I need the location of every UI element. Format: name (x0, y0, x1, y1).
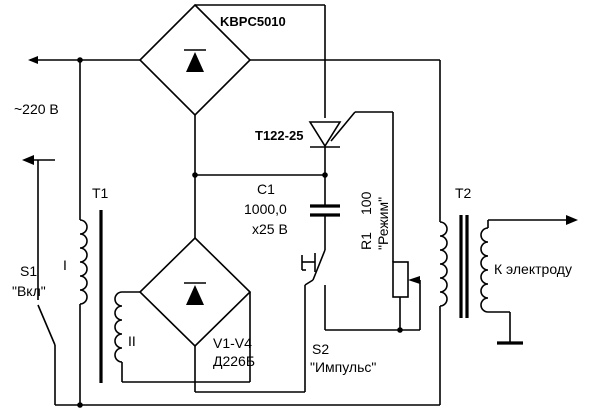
label-s2-text: "Импульс" (310, 359, 376, 375)
thyristor-t122 (308, 111, 394, 262)
arrow-mains-bottom-icon (22, 155, 34, 165)
label-s1-text: "Вкл" (12, 283, 46, 299)
resistor-r1 (392, 261, 421, 330)
capacitor-c1 (310, 204, 340, 217)
label-s1-name: S1 (20, 263, 37, 279)
transformer-t1 (79, 210, 123, 383)
label-r1-name: R1 (358, 232, 374, 250)
label-r1-mode: "Режим" (375, 197, 391, 250)
label-c1-value: 1000,0 (244, 201, 287, 217)
label-t1-primary: I (63, 257, 67, 273)
label-electrode: К электроду (494, 261, 572, 277)
wire-s2-left-join (304, 279, 314, 286)
arrow-mains-top-icon (28, 56, 38, 64)
transformer-t2 (439, 215, 489, 318)
arrow-electrode-icon (566, 215, 578, 225)
label-s2-name: S2 (312, 341, 329, 357)
label-t2: T2 (455, 185, 472, 201)
label-r1-value: 100 (358, 191, 374, 215)
switch-s1-power (37, 304, 56, 346)
label-diodes-type: Д226Б (213, 353, 255, 369)
diode-bridge-v1-v4 (138, 236, 252, 348)
label-t1-secondary: II (128, 333, 136, 349)
label-mains: ~220 В (14, 101, 59, 117)
label-c1-voltage: x25 В (252, 221, 288, 237)
label-thyristor: Т122-25 (255, 128, 303, 143)
label-t1: T1 (92, 185, 109, 201)
label-kbpc5010: KBPC5010 (220, 14, 286, 29)
switch-s2-impulse (301, 249, 326, 281)
label-diodes-name: V1-V4 (213, 335, 252, 351)
label-c1-name: C1 (257, 181, 275, 197)
